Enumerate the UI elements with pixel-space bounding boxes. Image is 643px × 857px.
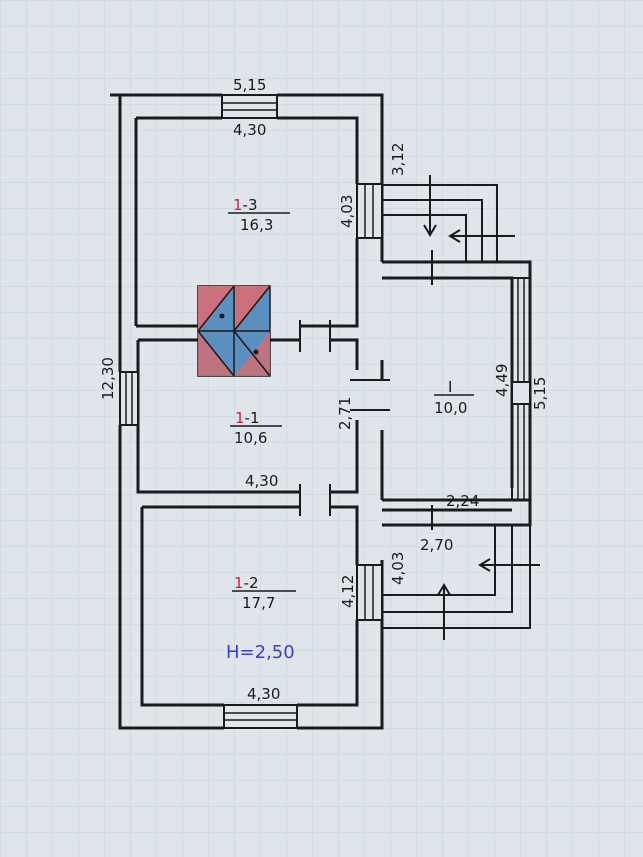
dim-room11-bottom: 4,30 [245,472,278,490]
porch-bottom [382,505,540,640]
room-area: 10,6 [234,429,267,447]
room-number-prefix: 1 [235,409,245,427]
room-number-prefix: 1 [234,574,244,592]
ceiling-height: H=2,50 [226,642,295,663]
room-number-prefix: 1 [233,196,243,214]
room-area: 10,0 [434,399,467,417]
svg-text:1-3: 1-3 [233,196,258,214]
dim-room13-right: 4,03 [338,195,356,228]
dim-room12-right: 4,12 [339,575,357,608]
room-area: 17,7 [242,594,275,612]
dim-porch: 4,03 [389,552,407,585]
dim-annex-outer: 5,15 [531,377,549,410]
window-right-13 [356,183,383,239]
room-number-suffix: -1 [245,409,260,427]
room-number: I [448,378,452,396]
window-bottom [223,704,298,729]
dim-top-inner: 4,30 [233,121,266,139]
dim-annex-bottom-a: 2,24 [446,492,479,510]
room-label-1-1: 1-1 10,6 [230,409,282,447]
svg-text:1-1: 1-1 [235,409,260,427]
stove [197,285,271,377]
dim-middle-right: 2,71 [336,397,354,430]
main-house-walls [110,93,384,730]
room-label-1-2: 1-2 17,7 [232,574,296,612]
dim-left-outer: 12,30 [99,357,117,400]
window-top [221,94,278,119]
room-number-suffix: -3 [243,196,258,214]
doors [299,320,390,516]
porch-top [382,175,515,285]
dim-right-top: 3,12 [389,143,407,176]
window-left [119,371,139,426]
dim-room12-bottom: 4,30 [247,685,280,703]
window-right-12 [356,564,383,621]
dim-annex-bottom-b: 2,70 [420,536,453,554]
dim-top-outer: 5,15 [233,76,266,94]
room-label-1-3: 1-3 16,3 [228,196,290,234]
svg-text:1-2: 1-2 [234,574,259,592]
room-label-I: I 10,0 [434,378,474,417]
room-area: 16,3 [240,216,273,234]
dim-annex-inner: 4,49 [493,364,511,397]
room-number-suffix: -2 [244,574,259,592]
